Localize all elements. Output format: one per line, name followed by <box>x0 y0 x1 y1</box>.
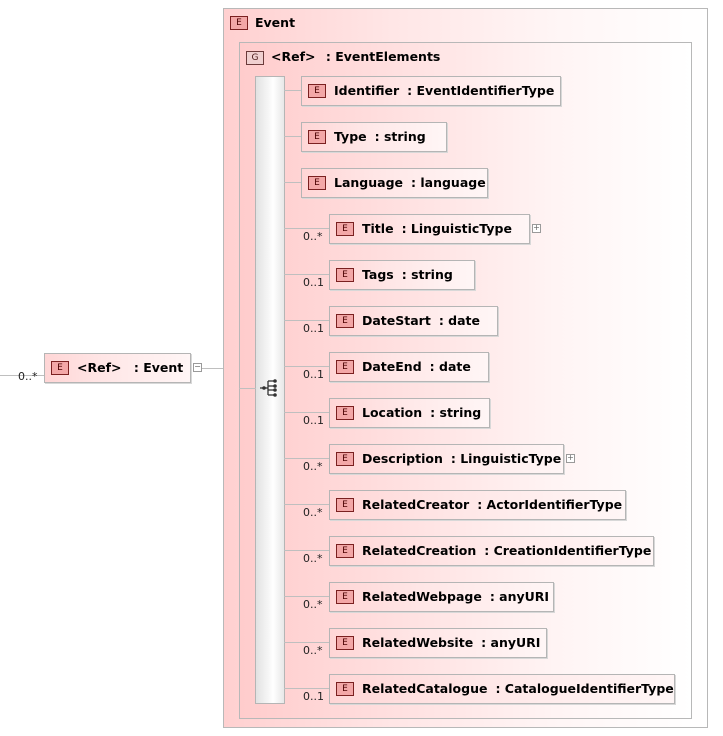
element-name: Location <box>362 405 423 420</box>
group-badge-icon: G <box>246 51 264 65</box>
root-name: : Event <box>133 360 184 375</box>
element-name: Language <box>334 175 404 190</box>
element-type: : language <box>411 175 486 190</box>
element-connector <box>284 320 329 321</box>
element-badge-icon: E <box>308 176 326 190</box>
element-connector <box>284 90 301 91</box>
element-name: RelatedWebsite <box>362 635 474 650</box>
element-connector <box>284 412 329 413</box>
element-node-tags[interactable]: E Tags : string <box>329 260 475 290</box>
element-badge-icon: E <box>51 361 69 375</box>
element-badge-icon: E <box>336 544 354 558</box>
element-cardinality: 0..* <box>303 598 323 611</box>
element-type: : ActorIdentifierType <box>477 497 623 512</box>
element-node-relatedwebpage[interactable]: E RelatedWebpage : anyURI <box>329 582 554 612</box>
element-type: : anyURI <box>481 635 541 650</box>
element-node-title[interactable]: E Title : LinguisticType <box>329 214 530 244</box>
element-connector <box>284 458 329 459</box>
expand-icon[interactable]: + <box>566 453 575 463</box>
element-badge-icon: E <box>336 406 354 420</box>
element-badge-icon: E <box>336 222 354 236</box>
group-to-seq-connector <box>239 388 256 389</box>
element-connector <box>284 274 329 275</box>
element-name: DateStart <box>362 313 431 328</box>
element-type: : LinguisticType <box>450 451 562 466</box>
element-type: : string <box>401 267 453 282</box>
element-node-description[interactable]: E Description : LinguisticType <box>329 444 564 474</box>
element-node-relatedcatalogue[interactable]: E RelatedCatalogue : CatalogueIdentifierTy… <box>329 674 675 704</box>
element-name: Type <box>334 129 367 144</box>
element-name: Title <box>362 221 394 236</box>
element-name: RelatedCreation <box>362 543 477 558</box>
element-node-dateend[interactable]: E DateEnd : date <box>329 352 489 382</box>
element-name: RelatedCatalogue <box>362 681 488 696</box>
element-cardinality: 0..* <box>303 552 323 565</box>
element-connector <box>284 504 329 505</box>
root-connector-left <box>0 375 44 376</box>
element-name: RelatedCreator <box>362 497 470 512</box>
element-badge-icon: E <box>308 84 326 98</box>
element-cardinality: 0..1 <box>303 322 324 335</box>
element-connector <box>284 366 329 367</box>
group-name: : EventElements <box>325 49 441 64</box>
element-name: RelatedWebpage <box>362 589 482 604</box>
element-name: DateEnd <box>362 359 422 374</box>
element-type: : date <box>438 313 481 328</box>
element-node-language[interactable]: E Language : language <box>301 168 488 198</box>
event-title: Event <box>255 15 296 30</box>
element-type: : anyURI <box>489 589 550 604</box>
element-cardinality: 0..* <box>303 460 323 473</box>
element-node-datestart[interactable]: E DateStart : date <box>329 306 498 336</box>
element-type: : CatalogueIdentifierType <box>495 681 674 696</box>
element-badge-icon: E <box>336 314 354 328</box>
element-cardinality: 0..1 <box>303 368 324 381</box>
element-node-relatedcreator[interactable]: E RelatedCreator : ActorIdentifierType <box>329 490 626 520</box>
element-cardinality: 0..1 <box>303 276 324 289</box>
element-badge-icon: E <box>308 130 326 144</box>
element-cardinality: 0..1 <box>303 414 324 427</box>
element-connector <box>284 688 329 689</box>
element-type: : LinguisticType <box>401 221 512 236</box>
element-node-relatedcreation[interactable]: E RelatedCreation : CreationIdentifierType <box>329 536 654 566</box>
element-connector <box>284 550 329 551</box>
element-connector <box>284 136 301 137</box>
element-connector <box>284 182 301 183</box>
root-cardinality: 0..* <box>18 370 38 383</box>
element-type: : string <box>374 129 426 144</box>
root-ref: <Ref> <box>77 360 122 375</box>
element-badge-icon: E <box>336 636 354 650</box>
element-badge-icon: E <box>336 268 354 282</box>
element-type: : CreationIdentifierType <box>484 543 652 558</box>
element-badge-icon: E <box>336 590 354 604</box>
collapse-icon[interactable]: − <box>193 362 202 372</box>
element-connector <box>284 228 329 229</box>
element-type: : string <box>430 405 482 420</box>
element-type: : EventIdentifierType <box>407 83 555 98</box>
root-connector-right <box>202 368 224 369</box>
sequence-icon <box>260 379 277 397</box>
element-name: Tags <box>362 267 394 282</box>
element-name: Description <box>362 451 443 466</box>
element-cardinality: 0..* <box>303 230 323 243</box>
sequence-compositor[interactable] <box>255 76 285 704</box>
expand-icon[interactable]: + <box>532 223 541 233</box>
element-node-type[interactable]: E Type : string <box>301 122 447 152</box>
root-event-node[interactable]: E <Ref> : Event <box>44 353 191 383</box>
element-cardinality: 0..* <box>303 506 323 519</box>
event-badge-icon: E <box>230 16 248 30</box>
element-node-relatedwebsite[interactable]: E RelatedWebsite : anyURI <box>329 628 547 658</box>
element-node-location[interactable]: E Location : string <box>329 398 490 428</box>
element-badge-icon: E <box>336 498 354 512</box>
element-node-identifier[interactable]: E Identifier : EventIdentifierType <box>301 76 561 106</box>
element-type: : date <box>429 359 471 374</box>
group-ref: <Ref> <box>271 49 316 64</box>
element-cardinality: 0..1 <box>303 690 324 703</box>
element-badge-icon: E <box>336 682 354 696</box>
element-name: Identifier <box>334 83 400 98</box>
element-connector <box>284 642 329 643</box>
element-badge-icon: E <box>336 452 354 466</box>
element-badge-icon: E <box>336 360 354 374</box>
element-connector <box>284 596 329 597</box>
element-cardinality: 0..* <box>303 644 323 657</box>
